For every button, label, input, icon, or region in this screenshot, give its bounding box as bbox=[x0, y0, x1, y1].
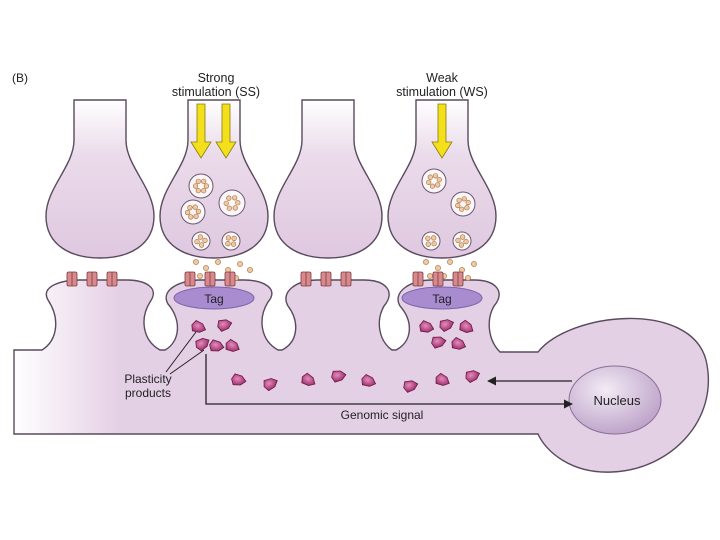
plasticity-product bbox=[439, 319, 455, 333]
transmitter-dot bbox=[447, 259, 453, 265]
vesicle bbox=[421, 168, 447, 194]
presynaptic-terminal-1 bbox=[45, 99, 155, 259]
receptor bbox=[300, 271, 312, 287]
strong-stim-label-line2: stimulation (SS) bbox=[172, 85, 260, 99]
panel-label: (B) bbox=[12, 71, 28, 85]
receptor bbox=[106, 271, 118, 287]
plasticity-product bbox=[419, 320, 435, 333]
plasticity-product bbox=[403, 380, 419, 393]
vesicle bbox=[450, 191, 476, 217]
transmitter-dot bbox=[193, 259, 199, 265]
weak-stim-label-line1: Weak bbox=[426, 71, 458, 85]
receptor bbox=[340, 271, 352, 287]
plasticity-product bbox=[465, 370, 481, 384]
genomic-signal-arrow bbox=[205, 354, 573, 409]
transmitter-dot bbox=[215, 259, 221, 265]
presynaptic-terminal-3 bbox=[273, 99, 383, 259]
weak-stim-label-line2: stimulation (WS) bbox=[396, 85, 488, 99]
plasticity-label-line2: products bbox=[125, 386, 171, 400]
plasticity-product bbox=[459, 319, 474, 333]
transmitter-dot bbox=[435, 265, 441, 271]
plasticity-product bbox=[225, 338, 240, 352]
plasticity-product bbox=[301, 372, 316, 386]
transmitter-dot bbox=[197, 273, 203, 279]
receptor bbox=[452, 271, 464, 287]
stimulation-arrows bbox=[190, 103, 453, 159]
weak-stim-arrow bbox=[431, 103, 453, 159]
plasticity-product bbox=[195, 338, 210, 352]
tag-ws-label: Tag bbox=[432, 292, 451, 306]
vesicle bbox=[191, 231, 211, 251]
receptor bbox=[184, 271, 196, 287]
transmitter-dot bbox=[465, 275, 471, 281]
genomic-signal-label: Genomic signal bbox=[341, 408, 424, 422]
plasticity-label-line1: Plasticity bbox=[124, 372, 171, 386]
plasticity-product bbox=[435, 372, 450, 386]
plasticity-product bbox=[209, 339, 225, 352]
tag-ss: Tag bbox=[173, 286, 255, 310]
receptor bbox=[224, 271, 236, 287]
vesicle bbox=[180, 199, 206, 225]
plasticity-product bbox=[191, 319, 207, 333]
vesicle bbox=[452, 231, 472, 251]
strong-stim-label-line1: Strong bbox=[198, 71, 235, 85]
plasticity-product bbox=[361, 373, 377, 387]
transmitter-dot bbox=[423, 259, 429, 265]
nucleus-label: Nucleus bbox=[594, 393, 641, 408]
plasticity-pointer-1 bbox=[165, 331, 197, 373]
tag-ss-label: Tag bbox=[204, 292, 223, 306]
strong-stim-arrow-2 bbox=[215, 103, 237, 159]
vesicle bbox=[188, 173, 214, 199]
plasticity-product bbox=[451, 336, 467, 350]
transmitter-dot bbox=[203, 265, 209, 271]
transmitter-dot bbox=[427, 273, 433, 279]
receptor bbox=[204, 271, 216, 287]
plasticity-pointer-2 bbox=[169, 349, 205, 375]
receptor bbox=[66, 271, 78, 287]
receptor bbox=[86, 271, 98, 287]
vesicle bbox=[218, 189, 246, 217]
tag-ws: Tag bbox=[401, 286, 483, 310]
receptor bbox=[412, 271, 424, 287]
plasticity-product bbox=[217, 319, 233, 332]
plasticity-products bbox=[191, 319, 481, 393]
vesicle bbox=[421, 231, 441, 251]
vesicle bbox=[221, 231, 241, 251]
vesicles bbox=[180, 168, 476, 251]
plasticity-product bbox=[431, 336, 447, 349]
dendrite bbox=[13, 279, 709, 473]
plasticity-product bbox=[231, 373, 247, 386]
presynaptic-terminal-ss bbox=[159, 99, 269, 259]
receptor bbox=[432, 271, 444, 287]
receptor bbox=[320, 271, 332, 287]
transmitter-dot bbox=[247, 267, 253, 273]
strong-stim-arrow-1 bbox=[190, 103, 212, 159]
receptors bbox=[66, 271, 464, 287]
plasticity-product bbox=[331, 370, 347, 383]
transmitter-dot bbox=[237, 261, 243, 267]
transmitter-dot bbox=[471, 261, 477, 267]
plasticity-product bbox=[263, 378, 278, 392]
nucleus: Nucleus bbox=[568, 365, 662, 435]
